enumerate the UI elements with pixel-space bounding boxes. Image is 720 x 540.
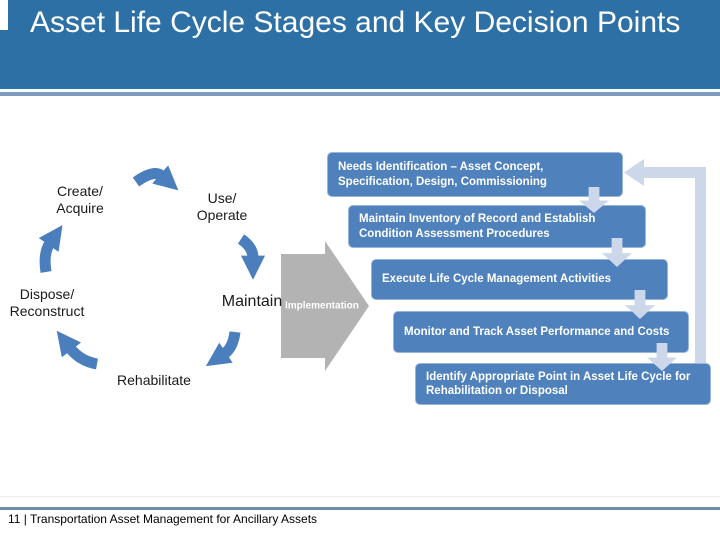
implementation-label: Implementation <box>285 300 359 312</box>
footer-text: 11 | Transportation Asset Management for… <box>8 512 318 526</box>
cascade-step-needs-identification: Needs Identification – Asset Concept, Sp… <box>327 152 623 197</box>
cascade-step-label: Identify Appropriate Point in Asset Life… <box>426 370 691 398</box>
corner-notch <box>0 0 8 30</box>
feedback-loop-vertical-bar <box>695 167 706 378</box>
life-cycle-arrows <box>38 165 266 370</box>
feedback-loop-arrowhead-icon <box>624 159 644 186</box>
cycle-arrow-use-to-maintain-icon <box>237 234 266 280</box>
cascade-step-label: Monitor and Track Asset Performance and … <box>404 325 670 338</box>
cycle-arrow-dispose-to-create-icon <box>38 225 63 273</box>
cycle-stage-use-operate: Use/ Operate <box>197 190 248 224</box>
cascade-step-identify-point: Identify Appropriate Point in Asset Life… <box>415 363 711 405</box>
stage-line: Dispose/ <box>19 286 75 302</box>
stage-line: Maintain <box>221 293 283 310</box>
slide-header: Asset Life Cycle Stages and Key Decision… <box>0 0 720 89</box>
cascade-step-label: Maintain Inventory of Record and Establi… <box>359 213 596 240</box>
footer-faint-line <box>0 496 720 497</box>
stage-line: Use/ <box>207 190 237 206</box>
stage-line: Operate <box>196 207 248 223</box>
cascade-step-label: Execute Life Cycle Management Activities <box>382 273 612 286</box>
stage-line: Reconstruct <box>9 303 85 319</box>
cycle-stage-create-acquire: Create/ Acquire <box>56 183 103 217</box>
header-divider-line <box>0 92 720 96</box>
feedback-loop-horizontal-bar <box>642 167 706 178</box>
stage-line: Rehabilitate <box>117 372 191 388</box>
cascade-step-execute-activities: Execute Life Cycle Management Activities <box>371 259 668 300</box>
cycle-arrow-rehabilitate-to-dispose-icon <box>56 330 99 370</box>
cascade-step-label: Needs Identification – Asset Concept, Sp… <box>338 161 547 188</box>
implementation-arrow-icon: Implementation <box>281 241 369 371</box>
cycle-arrow-maintain-to-rehabilitate-icon <box>205 331 241 367</box>
cycle-stage-maintain: Maintain <box>222 293 282 310</box>
cascade-step-monitor-track: Monitor and Track Asset Performance and … <box>393 311 689 353</box>
footer-divider-line <box>0 507 720 510</box>
cycle-arrow-create-to-use-icon <box>132 165 179 191</box>
stage-line: Acquire <box>56 200 104 216</box>
page-title: Asset Life Cycle Stages and Key Decision… <box>30 6 681 39</box>
cycle-stage-dispose-reconstruct: Dispose/ Reconstruct <box>10 286 85 320</box>
stage-line: Create/ <box>57 183 103 199</box>
cascade-step-maintain-inventory: Maintain Inventory of Record and Establi… <box>348 205 646 248</box>
cycle-stage-rehabilitate: Rehabilitate <box>117 372 191 389</box>
